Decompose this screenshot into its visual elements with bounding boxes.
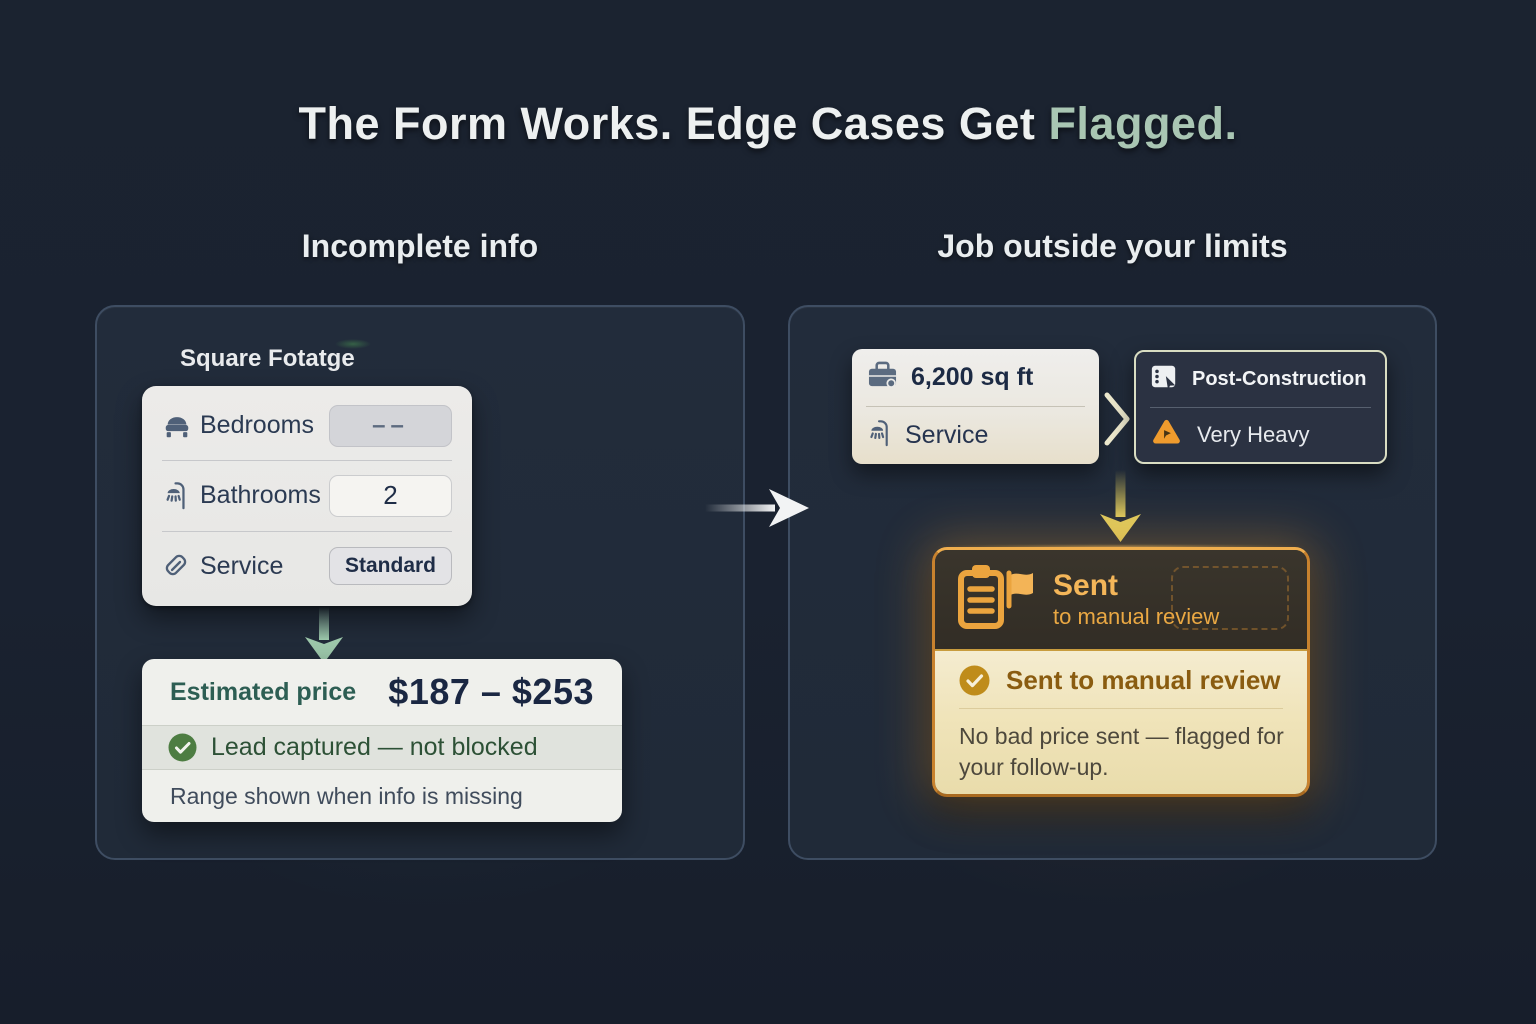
- job-type-row: Post-Construction: [1150, 352, 1371, 407]
- check-icon: [168, 733, 197, 762]
- lead-status-text: Lead captured — not blocked: [211, 733, 538, 761]
- service-row: Service: [866, 406, 1085, 464]
- review-status-text: Sent to manual review: [1006, 665, 1281, 695]
- flow-arrow-down-green-icon: [305, 607, 343, 663]
- review-card-header: Sent to manual review: [935, 550, 1307, 651]
- incomplete-info-panel: Square Fotatge Bedrooms –– Bathrooms 2: [95, 305, 745, 860]
- lead-status-row: Lead captured — not blocked: [142, 725, 622, 770]
- left-column-heading: Incomplete info: [301, 228, 539, 264]
- price-note: Range shown when info is missing: [170, 782, 523, 809]
- bathrooms-input[interactable]: 2: [329, 474, 452, 517]
- briefcase-icon: [866, 361, 899, 395]
- checklist-icon: [1150, 363, 1178, 396]
- load-level-value: Very Heavy: [1197, 421, 1310, 447]
- price-label: Estimated price: [170, 677, 357, 706]
- service-value: Service: [905, 421, 989, 449]
- page-title-highlight: Flagged.: [1048, 98, 1238, 149]
- review-note: No bad price sent — flagged for your fol…: [959, 723, 1284, 781]
- manual-review-card: Sent to manual review Sent to manual rev…: [932, 547, 1310, 797]
- bed-icon: [162, 412, 196, 439]
- price-value: $187 – $253: [388, 671, 594, 712]
- flow-arrow-down-gold-icon: [1100, 470, 1141, 542]
- load-level-row: Very Heavy: [1150, 406, 1371, 463]
- right-column-heading: Job outside your limits: [937, 228, 1288, 264]
- review-header-subtitle: to manual review: [1053, 604, 1220, 629]
- review-status-row: Sent to manual review: [959, 665, 1283, 709]
- service-select[interactable]: Standard: [329, 547, 452, 586]
- bedrooms-input[interactable]: ––: [329, 404, 452, 447]
- shower-icon: [162, 481, 196, 510]
- tag-icon: [162, 552, 196, 580]
- form-row-service: Service Standard: [162, 530, 452, 601]
- quote-form-card: Bedrooms –– Bathrooms 2 Service Standard: [142, 386, 472, 606]
- check-icon: [959, 665, 990, 696]
- outside-limits-panel: 6,200 sq ft Service Post-Construction: [788, 305, 1437, 860]
- job-type-value: Post-Construction: [1192, 367, 1367, 390]
- form-section-label: Square Fotatge: [180, 339, 371, 372]
- warning-icon: [1150, 418, 1183, 452]
- job-input-card: 6,200 sq ft Service: [852, 349, 1099, 464]
- sqft-value: 6,200 sq ft: [911, 363, 1034, 391]
- bathrooms-label: Bathrooms: [200, 481, 321, 510]
- clipboard-flag-icon: [953, 560, 1039, 639]
- service-label: Service: [200, 551, 284, 580]
- page-title: The Form Works. Edge Cases Get Flagged.: [0, 98, 1536, 150]
- bedrooms-label: Bedrooms: [200, 411, 314, 440]
- price-header: Estimated price $187 – $253: [142, 659, 622, 725]
- review-card-body: Sent to manual review No bad price sent …: [935, 651, 1307, 794]
- estimated-price-card: Estimated price $187 – $253 Lead capture…: [142, 659, 622, 822]
- dashed-decoration: [1171, 566, 1289, 630]
- shower-icon: [866, 419, 893, 452]
- flagged-attributes-card: Post-Construction Very Heavy: [1134, 350, 1387, 464]
- form-row-bedrooms: Bedrooms ––: [162, 391, 452, 460]
- review-header-title: Sent: [1053, 569, 1119, 602]
- form-row-bathrooms: Bathrooms 2: [162, 460, 452, 530]
- flow-arrow-right-icon: [705, 489, 809, 527]
- sqft-row: 6,200 sq ft: [866, 349, 1085, 406]
- page-title-prefix: The Form Works. Edge Cases Get: [298, 98, 1036, 149]
- chevron-right-icon: [1104, 392, 1130, 446]
